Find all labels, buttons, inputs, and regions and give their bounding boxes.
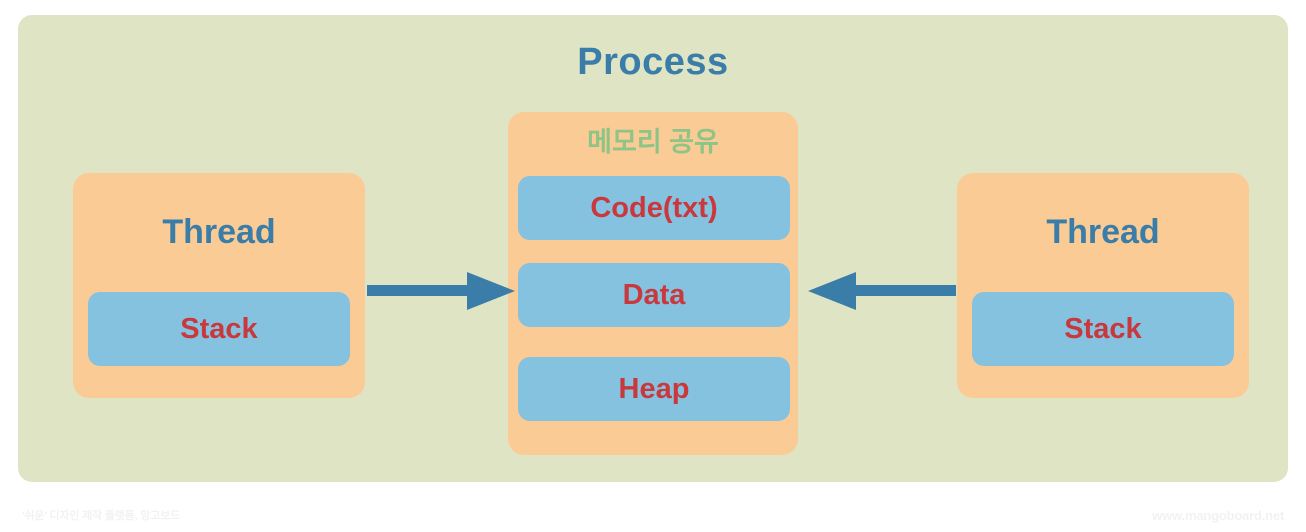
footer-watermark-left: '쉬운' 디자인 제작 플랫폼, 망고보드 [22, 510, 180, 522]
thread-left-title: Thread [162, 213, 276, 251]
shared-memory-title: 메모리 공유 [587, 127, 719, 157]
arrow-left-icon [808, 270, 956, 312]
thread-right-title: Thread [1046, 213, 1160, 251]
memory-block-data: Data [518, 263, 790, 327]
memory-block-heap: Heap [518, 357, 790, 421]
thread-left-stack-block: Stack [88, 292, 350, 366]
process-title: Process [577, 41, 729, 83]
arrow-right-icon [367, 270, 515, 312]
memory-block-code: Code(txt) [518, 176, 790, 240]
footer-watermark-right: www.mangoboard.net [1152, 508, 1284, 523]
thread-right-stack-block: Stack [972, 292, 1234, 366]
